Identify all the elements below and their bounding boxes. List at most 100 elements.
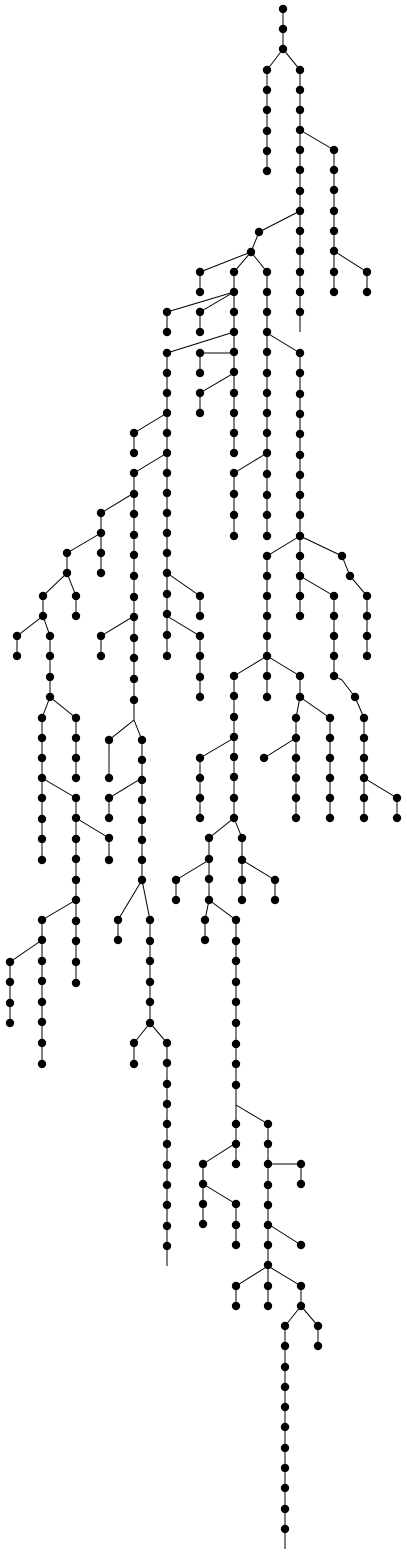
- tree-edge: [266, 48, 284, 71]
- tree-node: [229, 287, 239, 297]
- tree-node: [329, 267, 339, 277]
- tree-node: [313, 1321, 323, 1331]
- tree-node: [278, 44, 288, 54]
- tree-edge: [267, 1265, 302, 1287]
- tree-node: [162, 488, 172, 498]
- tree-node: [12, 631, 22, 641]
- tree-node: [295, 65, 305, 75]
- tree-node: [37, 1059, 47, 1069]
- tree-node: [295, 490, 305, 500]
- tree-node: [37, 855, 47, 865]
- tree-node: [137, 755, 147, 765]
- tree-node: [195, 631, 205, 641]
- tree-node: [325, 713, 335, 723]
- tree-node: [162, 1119, 172, 1129]
- tree-node: [96, 528, 106, 538]
- tree-node: [162, 589, 172, 599]
- tree-node: [329, 591, 339, 601]
- tree-node: [231, 1281, 241, 1291]
- tree-node: [237, 875, 247, 885]
- tree-node: [291, 733, 301, 743]
- tree-node: [71, 813, 81, 823]
- tree-node: [229, 691, 239, 701]
- tree-node: [162, 508, 172, 518]
- tree-node: [129, 1059, 139, 1069]
- tree-node: [231, 956, 241, 966]
- tree-node: [198, 1199, 208, 1209]
- tree-edge: [166, 615, 201, 637]
- tree-node: [71, 733, 81, 743]
- tree-node: [231, 915, 241, 925]
- tree-node: [325, 813, 335, 823]
- tree-node: [37, 915, 47, 925]
- tree-node: [392, 793, 402, 803]
- tree-edge: [299, 535, 343, 557]
- tree-node: [37, 834, 47, 844]
- tree-node: [229, 428, 239, 438]
- tree-node: [12, 651, 22, 661]
- tree-node: [37, 997, 47, 1007]
- tree-node: [137, 775, 147, 785]
- tree-node: [37, 733, 47, 743]
- tree-edge: [141, 879, 151, 921]
- tree-node: [71, 895, 81, 905]
- tree-node: [263, 1180, 273, 1190]
- tree-node: [313, 1341, 323, 1351]
- tree-node: [295, 165, 305, 175]
- tree-node: [229, 347, 239, 357]
- tree-node: [296, 1179, 306, 1189]
- tree-node: [263, 1260, 273, 1270]
- tree-node: [262, 307, 272, 317]
- tree-node: [295, 692, 305, 702]
- tree-node: [195, 793, 205, 803]
- tree-node: [145, 936, 155, 946]
- tree-edge: [233, 655, 268, 677]
- tree-node: [195, 327, 205, 337]
- tree-node: [325, 773, 335, 783]
- tree-node: [229, 388, 239, 398]
- tree-node: [162, 408, 172, 418]
- tree-node: [362, 267, 372, 277]
- tree-node: [104, 735, 114, 745]
- tree-edge: [300, 1305, 319, 1327]
- tree-node: [329, 651, 339, 661]
- tree-node: [129, 612, 139, 622]
- tree-node: [229, 813, 239, 823]
- tree-node: [229, 408, 239, 418]
- tree-edge: [66, 532, 102, 554]
- tree-node: [113, 915, 123, 925]
- tree-node: [137, 815, 147, 825]
- tree-node: [280, 1524, 290, 1534]
- tree-node: [229, 367, 239, 377]
- tree-node: [96, 508, 106, 518]
- tree-node: [96, 548, 106, 558]
- tree-edge: [133, 1022, 151, 1044]
- tree-node: [329, 145, 339, 155]
- tree-node: [262, 469, 272, 479]
- tree-edge: [202, 1183, 237, 1205]
- tree-node: [295, 450, 305, 460]
- tree-edge: [199, 291, 235, 313]
- tree-node: [162, 568, 172, 578]
- tree-node: [204, 833, 214, 843]
- tree-node: [229, 468, 239, 478]
- tree-node: [262, 146, 272, 156]
- tree-node: [229, 489, 239, 499]
- tree-node: [195, 388, 205, 398]
- tree-node: [295, 368, 305, 378]
- tree-node: [96, 568, 106, 578]
- tree-node: [295, 125, 305, 135]
- tree-node: [359, 813, 369, 823]
- tree-node: [104, 773, 114, 783]
- tree-node: [295, 105, 305, 115]
- tree-node: [195, 813, 205, 823]
- tree-edge: [299, 575, 335, 597]
- tree-edge: [250, 251, 268, 273]
- tree-node: [71, 936, 81, 946]
- tree-node: [37, 1017, 47, 1027]
- tree-node: [280, 1382, 290, 1392]
- tree-node: [231, 1301, 241, 1311]
- tree-edge: [208, 899, 237, 921]
- tree-edge: [41, 899, 77, 921]
- tree-node: [291, 813, 301, 823]
